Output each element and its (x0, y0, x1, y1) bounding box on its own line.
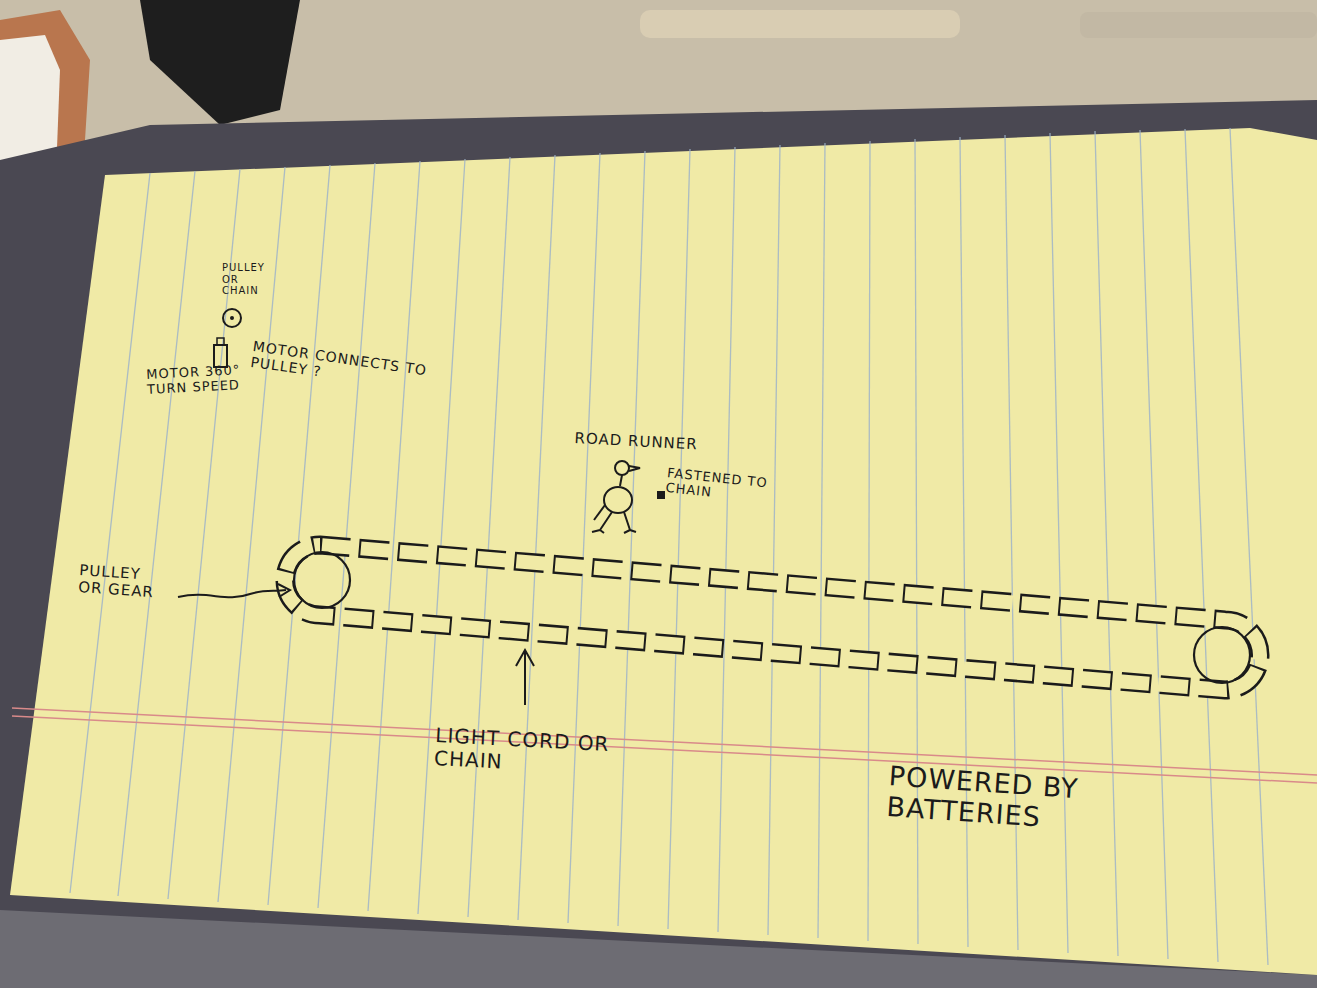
chain-links (285, 545, 1260, 690)
leader-line (524, 652, 526, 705)
handwritten-label: PULLEY OR CHAIN (222, 262, 274, 297)
handwritten-label: PULLEY OR GEAR (78, 562, 158, 602)
handwritten-label: MOTOR 360° TURN SPEED (146, 363, 252, 398)
brush-handle (640, 10, 960, 38)
leader-head (278, 584, 290, 597)
pad-paper (10, 128, 1317, 975)
brush (1080, 12, 1317, 38)
clip-object (140, 0, 300, 125)
ruled-lines (70, 128, 1268, 965)
margin-line (12, 716, 1317, 783)
laptop (0, 100, 1317, 988)
roadrunner-figure (592, 461, 640, 533)
legal-pad (10, 128, 1317, 975)
chain-outline (285, 545, 1260, 690)
leader-line (178, 590, 286, 597)
left-pulley (294, 552, 350, 608)
pulley-axle (230, 316, 234, 320)
motor-shaft (217, 338, 224, 345)
right-pulley (1194, 627, 1250, 683)
leader-head (516, 650, 534, 666)
fastener-mark (657, 491, 665, 499)
pulley-symbol (223, 309, 241, 327)
margin-line (12, 708, 1317, 775)
